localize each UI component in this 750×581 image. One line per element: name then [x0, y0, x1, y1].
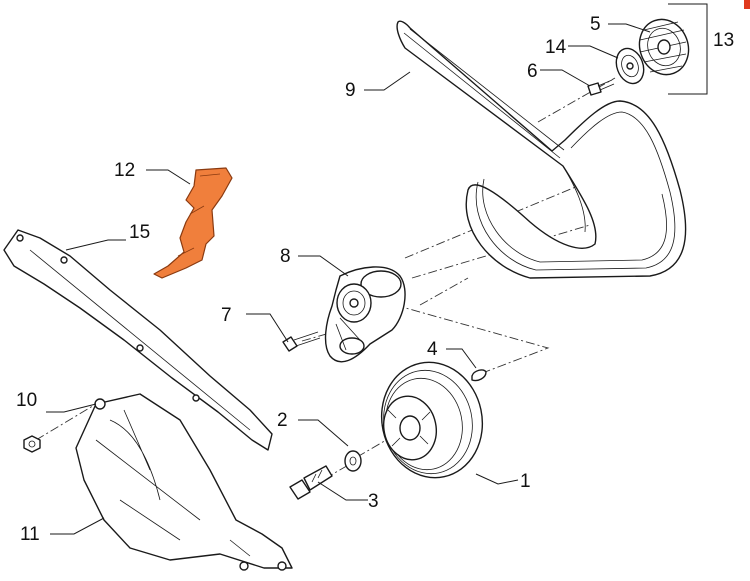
belt-tensioner[interactable] — [324, 266, 406, 363]
callout-5: 5 — [590, 14, 601, 35]
pulley-bolt[interactable] — [289, 465, 333, 500]
callout-14: 14 — [545, 37, 567, 58]
callout-2: 2 — [277, 410, 288, 431]
callout-6: 6 — [527, 61, 538, 82]
poly-v-belt[interactable] — [396, 20, 687, 279]
pulley-cap[interactable] — [612, 45, 649, 88]
cover-strip[interactable] — [3, 229, 273, 451]
callout-1: 1 — [520, 471, 531, 492]
callout-9: 9 — [345, 80, 356, 101]
crankshaft-pulley[interactable] — [371, 353, 493, 487]
callout-15: 15 — [129, 222, 150, 243]
woodruff-key[interactable] — [471, 369, 487, 382]
washer[interactable] — [344, 450, 362, 472]
leader-lines — [46, 23, 651, 535]
screw[interactable] — [587, 79, 615, 96]
callout-11: 11 — [20, 524, 40, 545]
pulley-kit-bracket — [668, 3, 708, 95]
bracket[interactable] — [153, 167, 233, 279]
callout-8: 8 — [280, 246, 291, 267]
corner-mark-icon — [744, 0, 750, 9]
callout-13: 13 — [713, 30, 734, 51]
tensioner-bolt[interactable] — [282, 331, 321, 352]
callout-4: 4 — [427, 339, 438, 360]
callout-7: 7 — [221, 305, 232, 326]
callout-labels: 1 2 3 4 5 6 7 8 9 10 11 12 13 14 15 — [16, 14, 734, 545]
callout-3: 3 — [368, 491, 379, 512]
idler-pulley[interactable] — [632, 12, 696, 81]
callout-10: 10 — [16, 390, 37, 411]
callout-12: 12 — [114, 160, 135, 181]
timing-cover[interactable] — [75, 393, 293, 571]
nut[interactable] — [23, 435, 41, 453]
